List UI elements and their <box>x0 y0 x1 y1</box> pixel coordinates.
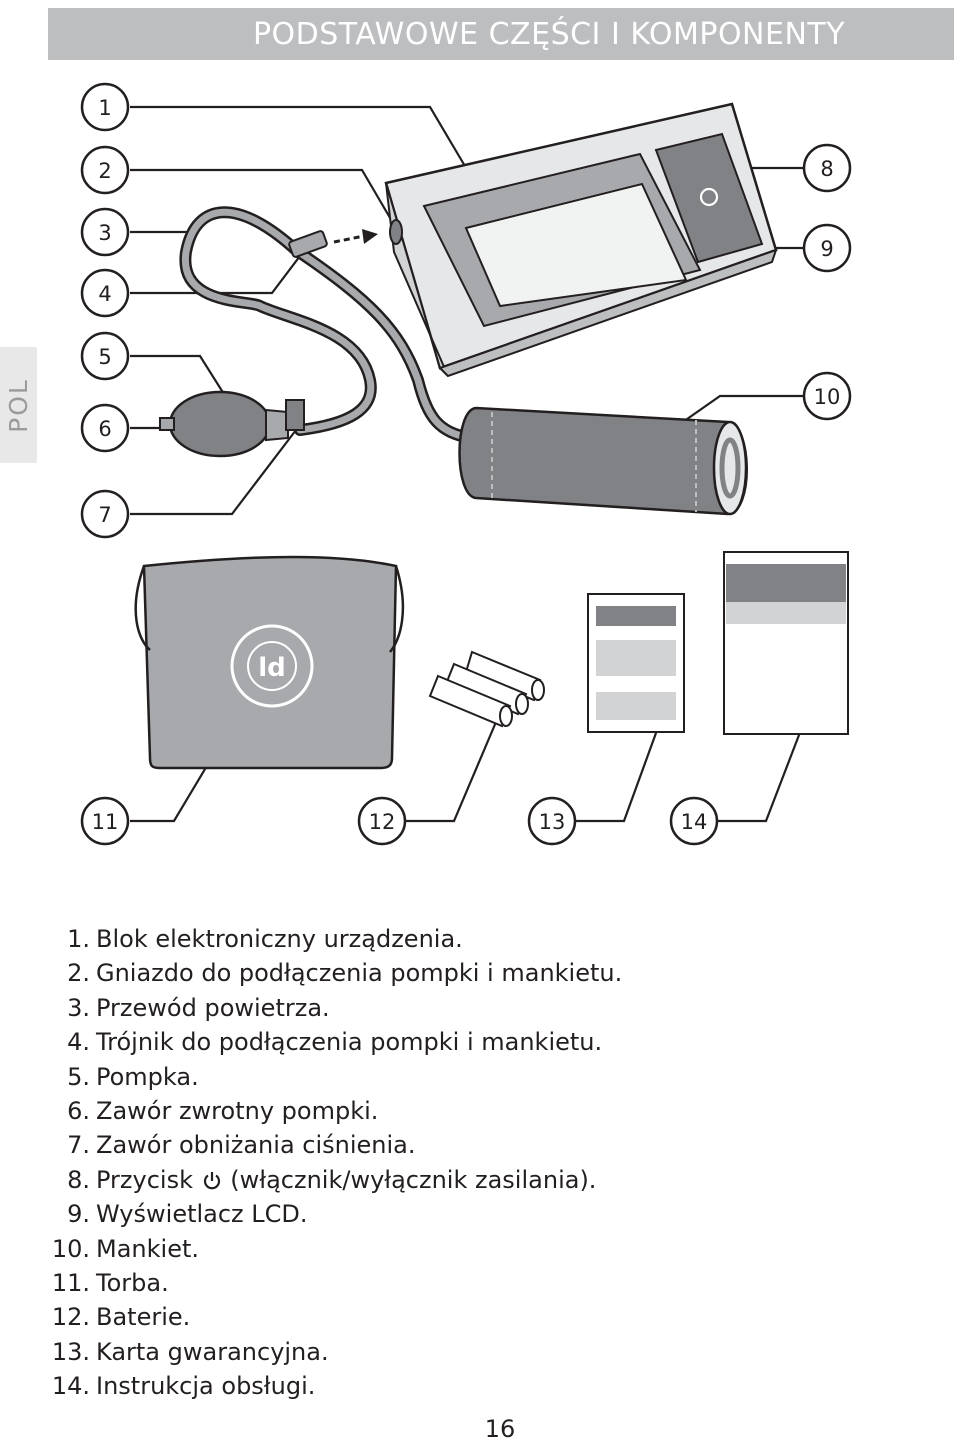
connector-socket <box>389 219 403 245</box>
callout-8: 8 <box>820 157 833 181</box>
callout-6: 6 <box>98 417 111 441</box>
language-tab: POL <box>0 347 37 463</box>
power-icon <box>203 1171 220 1190</box>
legend-item: 5.Pompka. <box>67 1062 199 1091</box>
carry-bag: ld <box>134 555 405 770</box>
parts-legend: 1.Blok elektroniczny urządzenia. 2.Gniaz… <box>0 922 900 1403</box>
legend-item: 4.Trójnik do podłączenia pompki i mankie… <box>67 1028 603 1057</box>
legend-item: 10.Mankiet. <box>51 1234 199 1263</box>
callout-3: 3 <box>98 221 111 245</box>
legend-item: 9.Wyświetlacz LCD. <box>67 1200 308 1229</box>
cuff <box>458 406 748 516</box>
callout-12: 12 <box>369 810 396 834</box>
components-diagram: ld 1 2 <box>80 82 852 846</box>
callout-11: 11 <box>92 810 119 834</box>
inflation-bulb <box>159 390 305 458</box>
legend-item: 12.Baterie. <box>51 1303 191 1332</box>
page-number: 16 <box>484 1415 516 1443</box>
callout-7: 7 <box>98 503 111 527</box>
tee-connector <box>288 230 328 258</box>
monitor-unit <box>384 102 778 378</box>
legend-item: 14.Instrukcja obsługi. <box>51 1372 316 1401</box>
page-title: PODSTAWOWE CZĘŚCI I KOMPONENTY <box>252 17 846 52</box>
legend-item: 3.Przewód powietrza. <box>67 993 330 1022</box>
callout-5: 5 <box>98 345 111 369</box>
power-icon[interactable] <box>699 187 719 207</box>
callout-2: 2 <box>98 159 111 183</box>
instruction-manual <box>723 551 849 735</box>
header-bar: PODSTAWOWE CZĘŚCI I KOMPONENTY <box>48 8 954 60</box>
logo-monogram: ld <box>258 653 286 683</box>
legend-item: 8.Przycisk (włącznik/wyłącznik zasilania… <box>67 1165 597 1194</box>
callout-10: 10 <box>814 385 841 409</box>
legend-item: 13.Karta gwarancyjna. <box>51 1337 329 1366</box>
callout-9: 9 <box>820 237 833 261</box>
legend-item: 6.Zawór zwrotny pompki. <box>67 1096 379 1125</box>
legend-item: 1.Blok elektroniczny urządzenia. <box>67 925 463 953</box>
callout-1: 1 <box>98 96 111 120</box>
warranty-card <box>587 593 685 733</box>
legend-item: 2.Gniazdo do podłączenia pompki i mankie… <box>67 959 623 988</box>
callout-14: 14 <box>681 810 708 834</box>
callout-13: 13 <box>539 810 566 834</box>
batteries <box>428 650 545 728</box>
legend-item: 11.Torba. <box>51 1268 169 1297</box>
callout-4: 4 <box>98 282 111 306</box>
legend-item: 7.Zawór obniżania ciśnienia. <box>67 1131 416 1160</box>
